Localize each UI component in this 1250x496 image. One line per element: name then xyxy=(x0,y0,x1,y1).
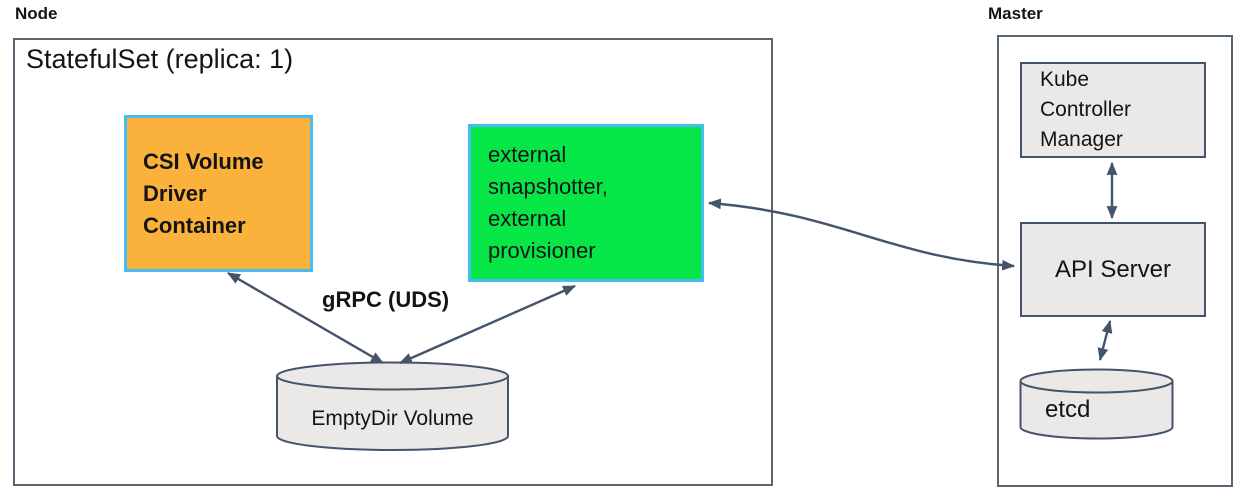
master-panel-label: Master xyxy=(988,4,1043,23)
cylinder-shape xyxy=(1019,368,1174,440)
external-sidecars-label: external snapshotter, external provision… xyxy=(488,142,608,263)
csi-volume-driver-label: CSI Volume Driver Container xyxy=(143,148,264,238)
cylinder-top xyxy=(276,361,509,391)
emptydir-volume-cylinder: EmptyDir Volume xyxy=(275,361,510,452)
grpc-uds-label: gRPC (UDS) xyxy=(322,287,450,312)
kube-controller-manager-box: Kube Controller Manager xyxy=(1020,62,1206,158)
external-sidecars-box: external snapshotter, external provision… xyxy=(468,124,704,282)
etcd-label: etcd xyxy=(1045,396,1091,423)
cylinder-body xyxy=(1019,381,1174,440)
api-server-label: API Server xyxy=(1054,255,1172,283)
api-server-box: API Server xyxy=(1020,222,1206,317)
cylinder-shape xyxy=(276,361,509,451)
emptydir-volume-label: EmptyDir Volume xyxy=(311,407,474,430)
kube-controller-manager-label: Kube Controller Manager xyxy=(1040,68,1132,151)
etcd-cylinder: etcd xyxy=(1019,368,1174,441)
statefulset-label: StatefulSet (replica: 1) xyxy=(26,44,294,74)
cylinder-body xyxy=(276,376,509,451)
node-panel-label: Node xyxy=(15,4,58,23)
csi-volume-driver-box: CSI Volume Driver Container xyxy=(124,115,313,272)
cylinder-top xyxy=(1019,368,1174,394)
